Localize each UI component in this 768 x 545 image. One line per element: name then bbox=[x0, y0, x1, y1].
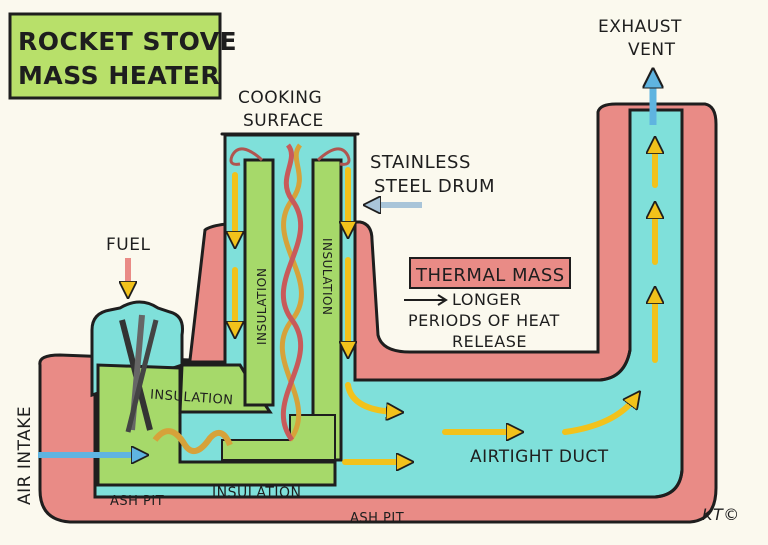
air-intake-label: AIR INTAKE bbox=[15, 406, 35, 505]
thermal-mass-label: THERMAL MASS bbox=[415, 265, 565, 286]
insulation-lower-left bbox=[96, 363, 337, 487]
flow-arrows bbox=[235, 145, 655, 462]
ash-pit-left-label: ASH PIT bbox=[110, 494, 164, 509]
fuel-label: FUEL bbox=[106, 235, 150, 255]
title-box bbox=[8, 12, 222, 100]
flow-arrow-curve bbox=[345, 382, 395, 412]
flow-arrow-duct-2 bbox=[562, 398, 635, 435]
insulation-bend-label: INSULATION bbox=[150, 388, 234, 409]
ash-pit-bottom-label: ASH PIT bbox=[350, 511, 404, 526]
exhaust-label-1: EXHAUST bbox=[598, 17, 682, 37]
insulation-left-riser bbox=[243, 158, 275, 407]
fire-swirl bbox=[152, 428, 233, 455]
fuel-sticks bbox=[119, 314, 159, 433]
title-line-1: ROCKET STOVE bbox=[18, 27, 237, 56]
insulation-left-riser-label: INSULATION bbox=[255, 268, 269, 345]
insulation-bottom-label: INSULATION bbox=[212, 485, 302, 501]
longer-line-3: RELEASE bbox=[452, 332, 527, 351]
drum-label-2: STEEL DRUM bbox=[374, 176, 495, 197]
signature: KT© bbox=[702, 505, 740, 524]
cooking-scroll-left bbox=[229, 147, 264, 166]
airtight-duct-label: AIRTIGHT DUCT bbox=[470, 447, 609, 467]
longer-note-arrowhead bbox=[437, 294, 448, 306]
outer-duct-wall bbox=[338, 110, 684, 499]
inner-duct-wall bbox=[353, 110, 632, 382]
cooking-scroll-right bbox=[316, 147, 351, 166]
flame-spiral-a bbox=[279, 143, 304, 442]
longer-line-2: PERIODS OF HEAT bbox=[408, 311, 560, 330]
drum-label-1: STAINLESS bbox=[370, 152, 471, 173]
thermal-mass-label-box bbox=[409, 257, 571, 289]
cooking-label-1: COOKING bbox=[238, 88, 322, 108]
cooking-label-2: SURFACE bbox=[243, 111, 324, 131]
insulation-right-riser-label: INSULATION bbox=[320, 238, 334, 315]
insulation-right-riser bbox=[311, 158, 343, 462]
longer-line-1: LONGER bbox=[452, 290, 522, 309]
title-line-2: MASS HEATER bbox=[18, 61, 220, 90]
flame-spiral-b bbox=[280, 143, 304, 442]
exhaust-label-2: VENT bbox=[628, 40, 676, 60]
